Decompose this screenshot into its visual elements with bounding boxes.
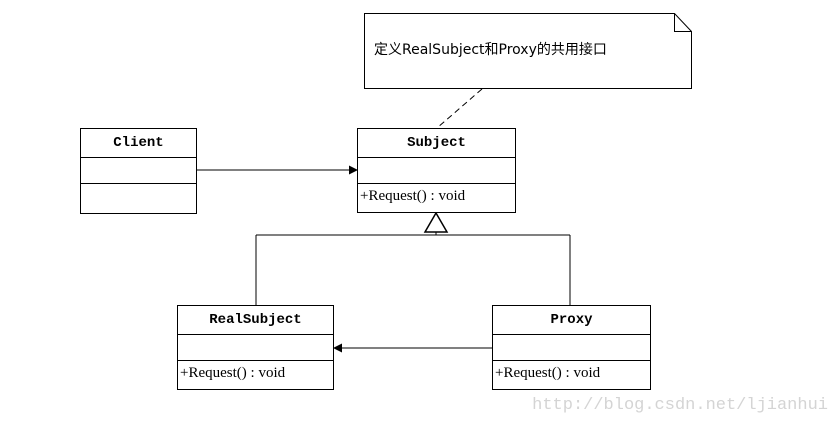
association-arrowhead bbox=[349, 165, 358, 175]
note-shape bbox=[364, 13, 692, 89]
watermark: http://blog.csdn.net/ljianhui bbox=[532, 396, 828, 415]
note-text: 定义RealSubject和Proxy的共用接口 bbox=[374, 42, 607, 58]
class-name: Proxy bbox=[493, 306, 650, 335]
class-name: Subject bbox=[358, 129, 515, 158]
class-name: Client bbox=[81, 129, 196, 158]
class-proxy[interactable]: Proxy +Request() : void bbox=[492, 305, 651, 390]
generalization-triangle bbox=[423, 211, 449, 233]
class-operation: +Request() : void bbox=[360, 188, 466, 204]
class-client[interactable]: Client bbox=[80, 128, 197, 214]
class-attributes bbox=[358, 158, 515, 184]
class-attributes bbox=[81, 158, 196, 184]
note-anchor-line bbox=[436, 88, 483, 129]
note: 定义RealSubject和Proxy的共用接口 bbox=[364, 13, 692, 89]
class-realsubject[interactable]: RealSubject +Request() : void bbox=[177, 305, 334, 390]
class-subject[interactable]: Subject +Request() : void bbox=[357, 128, 516, 213]
class-operation: +Request() : void bbox=[180, 365, 286, 381]
class-attributes bbox=[493, 335, 650, 361]
proxy-arrowhead bbox=[333, 343, 342, 353]
class-operations bbox=[81, 184, 196, 210]
class-name: RealSubject bbox=[178, 306, 333, 335]
class-operation: +Request() : void bbox=[495, 365, 601, 381]
class-attributes bbox=[178, 335, 333, 361]
